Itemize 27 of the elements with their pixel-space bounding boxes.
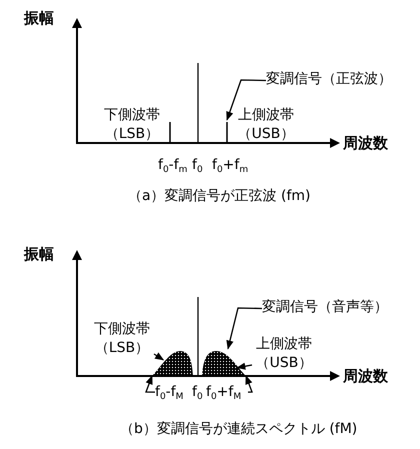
leader-arrow [154, 352, 164, 360]
leader-arrow [245, 375, 253, 393]
callout-label: 変調信号（音声等） [262, 299, 396, 316]
leader-arrow [226, 307, 262, 350]
leader-arrow [145, 375, 155, 393]
axis-label: 振幅 [24, 10, 54, 27]
sideband-spectrum [202, 351, 246, 376]
callout-label: 上側波帯（USB） [252, 335, 316, 373]
sideband-line [226, 122, 228, 143]
sideband-label: 下側波帯（LSB） [103, 106, 161, 144]
callout-label: 下側波帯（LSB） [90, 320, 154, 358]
leader-arrow [226, 79, 266, 121]
axis-label: 周波数 [343, 135, 388, 152]
axis-label: 振幅 [24, 246, 54, 263]
tick-label: f$_{0}$-f$_{m}$ [158, 157, 188, 174]
frequency-label: f$_{0}$-f$_{M}$ [155, 384, 191, 401]
sideband-spectrum [152, 351, 193, 376]
callout-label: 変調信号（正弦波） [266, 71, 398, 88]
frequency-label: f$_{0}$+f$_{M}$ [206, 384, 248, 401]
leader-arrow [236, 362, 252, 370]
caption: （b）変調信号が連続スペクトル (fM) [120, 421, 358, 438]
sideband-label: 上側波帯（USB） [236, 106, 296, 144]
caption: （a）変調信号が正弦波 (fm) [128, 188, 311, 205]
tick-label: f$_{0}$ [192, 157, 203, 174]
axis-label: 周波数 [343, 368, 388, 385]
tick-label: f$_{0}$+f$_{m}$ [212, 157, 248, 174]
tick-label: f$_{0}$ [192, 384, 203, 401]
